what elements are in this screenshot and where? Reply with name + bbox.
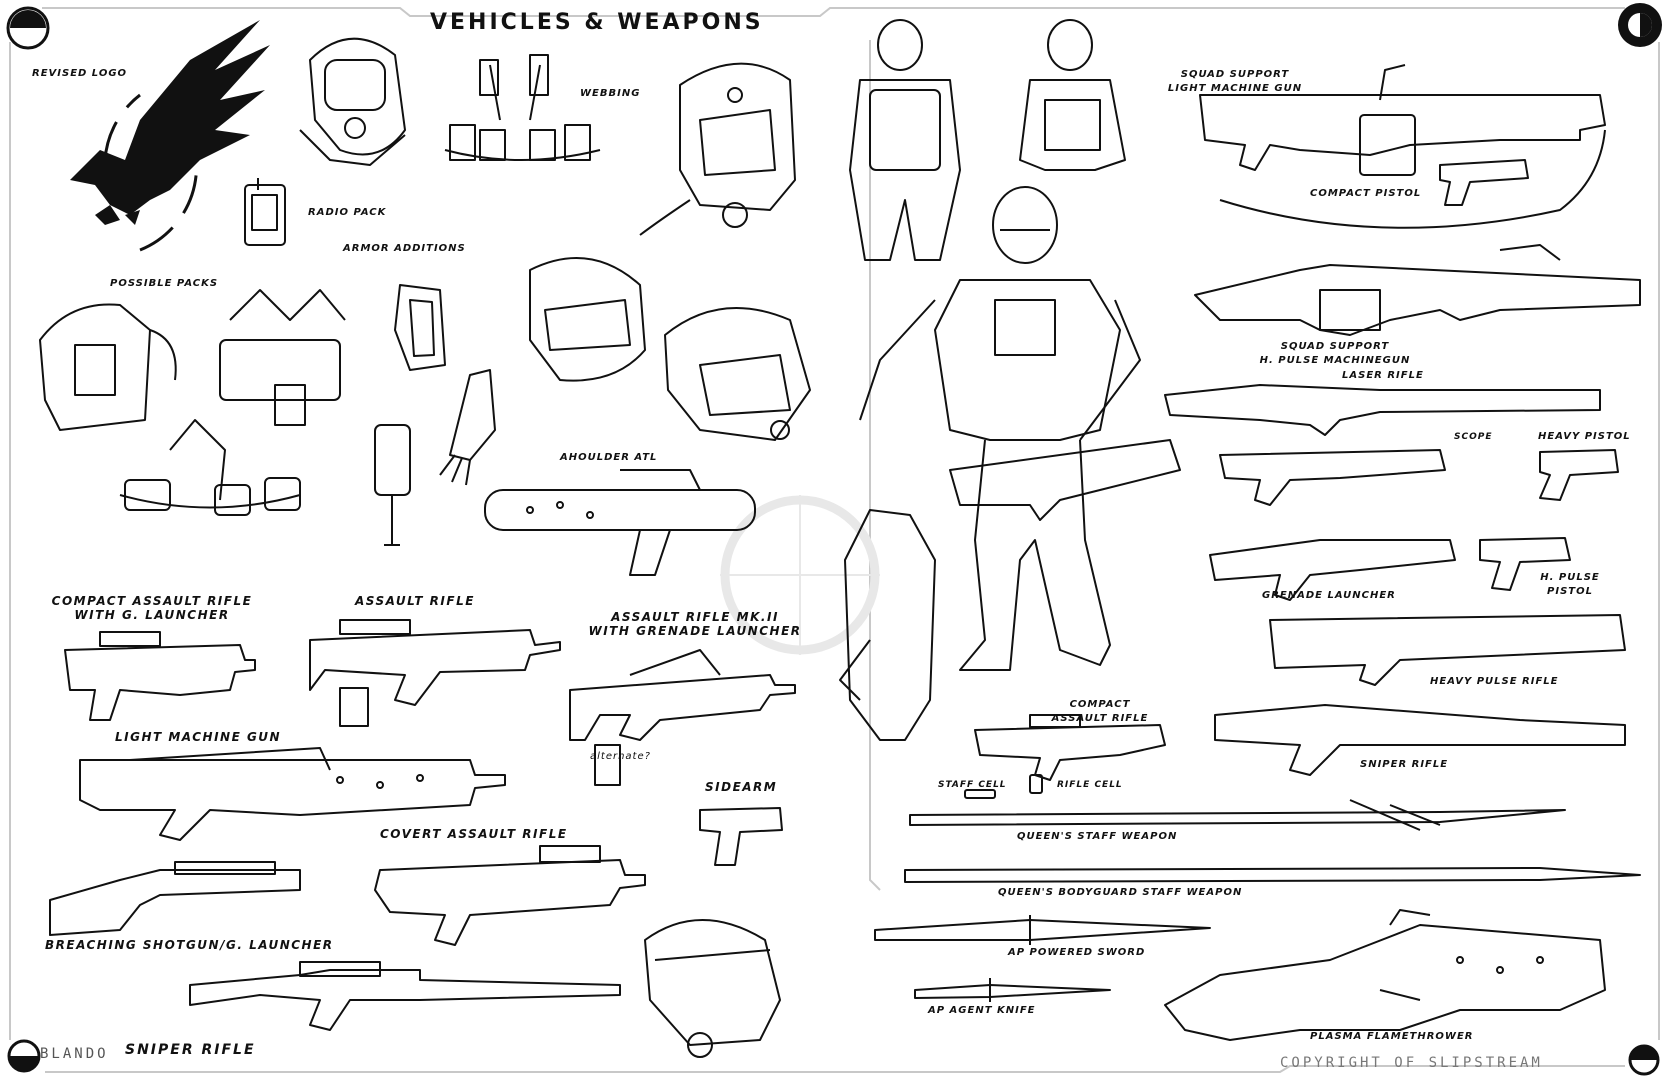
label-queens-bodyguard-staff: Queen's Bodyguard Staff Weapon (998, 887, 1243, 898)
label-sidearm: Sidearm (705, 780, 778, 794)
label-laser-rifle: Laser Rifle (1342, 370, 1424, 381)
sidearm-sketch (699, 807, 783, 866)
label-squad-support-hpmg: Squad Support H. Pulse Machinegun (1259, 341, 1411, 366)
powered-sword-sketch (874, 915, 1211, 945)
harness-pack-sketch (219, 289, 346, 426)
frame-border (9, 7, 1660, 1073)
webbing-sketch (444, 54, 601, 161)
agent-knife-sketch (914, 978, 1111, 1002)
soldier-back-sketch (849, 19, 961, 261)
label-heavy-pistol: Heavy Pistol (1538, 431, 1631, 442)
label-radio-pack: Radio Pack (308, 207, 387, 218)
radio-pack-sketch (244, 178, 286, 246)
label-compact-ar-right: Compact Assault Rifle (1051, 699, 1149, 724)
half-disc-badge-icon (1628, 1044, 1660, 1076)
assault-rifle-mk2-sketch (569, 649, 796, 786)
vertical-rifle-sketch (839, 509, 936, 741)
backpack-sketch (39, 303, 177, 431)
label-squad-support-lmg: Squad Support Light Machine Gun (1167, 69, 1303, 94)
label-webbing: Webbing (580, 88, 641, 99)
artist-signature: BLANDO (40, 1046, 109, 1062)
compact-assault-rifle-sketch (64, 631, 256, 721)
squad-support-lmg-sketch (1199, 64, 1606, 229)
pulse-carbine-sketch (1219, 449, 1446, 506)
gas-mask-sketch (299, 37, 406, 166)
combat-helmet-sketch (639, 62, 796, 236)
label-light-machine-gun: Light Machine Gun (115, 730, 282, 744)
label-sniper-rifle-right: Sniper Rifle (1360, 759, 1449, 770)
label-plasma-flamethrower: Plasma Flamethrower (1310, 1031, 1474, 1042)
label-heavy-pulse-rifle: Heavy Pulse Rifle (1430, 676, 1559, 687)
label-assault-rifle: Assault Rifle (355, 594, 475, 608)
compact-assault-rifle-right-sketch (974, 714, 1166, 781)
heavy-pistol-sketch (1539, 449, 1619, 501)
armor-plate-sketch (394, 284, 446, 371)
soldier-front-small-sketch (1019, 19, 1126, 171)
label-ap-powered-sword: AP Powered Sword (1008, 947, 1146, 958)
shoulder-atl-sketch (484, 469, 756, 576)
label-breaching-shotgun: Breaching Shotgun/G. Launcher (45, 938, 334, 952)
half-disc-badge-icon (6, 6, 50, 50)
staff-cell-sketch (964, 789, 996, 799)
label-queens-staff: Queen's Staff Weapon (1017, 831, 1178, 842)
covert-assault-rifle-sketch (374, 845, 646, 946)
belt-rig-sketch (119, 419, 301, 516)
label-staff-cell: Staff Cell (938, 780, 1007, 790)
page-title: Vehicles & Weapons (430, 10, 764, 35)
breaching-shotgun-sketch (49, 861, 301, 936)
grenade-launcher-sketch (1209, 539, 1456, 601)
half-disc-badge-icon (1618, 3, 1662, 47)
label-h-pulse-pistol: H. Pulse Pistol (1540, 572, 1600, 597)
pulse-pistol-sketch (1479, 537, 1571, 591)
label-ap-agent-knife: AP Agent Knife (928, 1005, 1036, 1016)
sniper-rifle-left-sketch (189, 961, 621, 1031)
label-rifle-cell: Rifle Cell (1057, 780, 1123, 790)
assault-rifle-sketch (309, 619, 561, 727)
helmet-mask-bottom-sketch (644, 919, 781, 1058)
queens-bodyguard-staff-sketch (904, 867, 1641, 883)
half-disc-badge-icon (7, 1039, 41, 1073)
label-compact-pistol: Compact Pistol (1310, 188, 1422, 199)
label-sniper-rifle-left: Sniper Rifle (125, 1042, 256, 1058)
gauntlet-sketch (374, 424, 411, 546)
helmet-front-sketch (529, 257, 646, 382)
laser-rifle-sketch (1164, 384, 1601, 436)
label-shoulder-atl: Ahoulder ATL (560, 452, 658, 463)
compact-pistol-sketch (1439, 159, 1529, 206)
heavy-pulse-machinegun-sketch (1194, 244, 1641, 336)
label-covert-ar: Covert Assault Rifle (380, 827, 568, 841)
queens-staff-sketch (909, 799, 1566, 831)
heavy-pulse-rifle-sketch (1269, 614, 1626, 686)
copyright-notice: Copyright of Slipstream (1280, 1055, 1543, 1071)
label-compact-ar-gl: Compact Assault Rifle with G. Launcher (51, 594, 253, 622)
rifle-cell-sketch (1029, 774, 1043, 794)
armored-glove-sketch (439, 369, 496, 486)
label-grenade-launcher: Grenade Launcher (1262, 590, 1396, 601)
label-revised-logo: Revised Logo (32, 68, 128, 79)
label-ar-mk2-gl: Assault Rifle Mk.ii with Grenade Launche… (588, 610, 802, 638)
eagle-emblem-icon (70, 20, 270, 252)
main-soldier-sketch (859, 186, 1181, 671)
label-armor-additions: Armor Additions (343, 243, 466, 254)
plasma-flamethrower-sketch (1164, 909, 1606, 1041)
light-machine-gun-sketch (79, 747, 506, 841)
label-possible-packs: Possible Packs (110, 278, 219, 289)
label-scope: Scope (1454, 432, 1493, 442)
sniper-rifle-right-sketch (1214, 704, 1626, 776)
label-alternate-note: alternate? (590, 751, 651, 762)
helmet-side-sketch (664, 307, 811, 441)
crosshair-ring-icon (720, 495, 880, 655)
